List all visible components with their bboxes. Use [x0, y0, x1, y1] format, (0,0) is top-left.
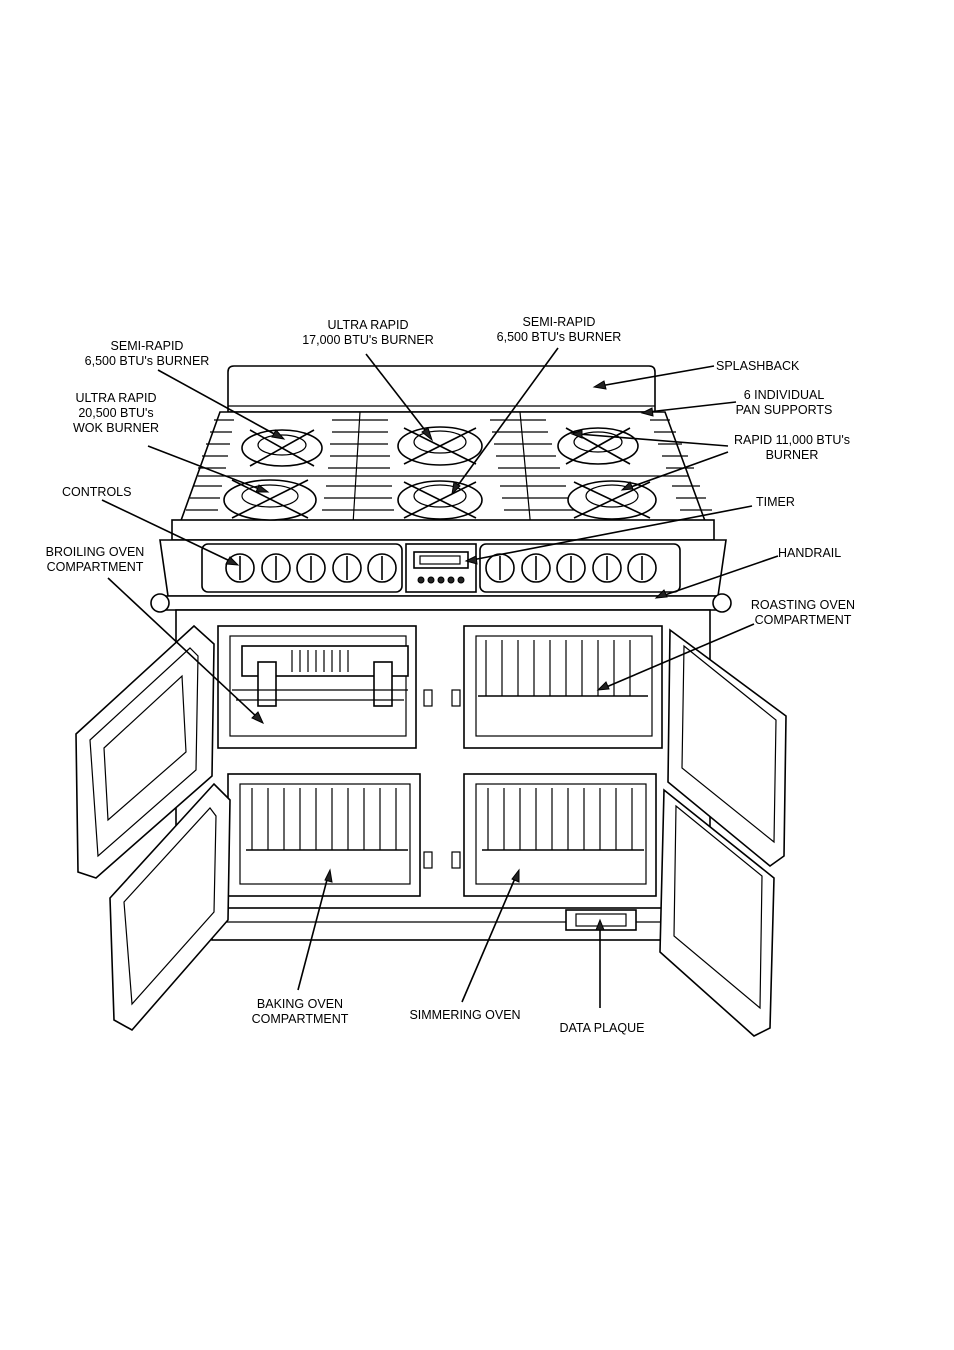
label-simmering-oven: SIMMERING OVEN: [405, 1008, 525, 1023]
burner-front-left: [223, 479, 317, 521]
label-line: DATA PLAQUE: [559, 1021, 645, 1035]
label-rapid-burner: RAPID 11,000 BTU's BURNER: [722, 433, 862, 463]
label-line: HANDRAIL: [778, 546, 842, 560]
roasting-oven-door: [667, 628, 787, 868]
label-line: ULTRA RAPID: [327, 318, 409, 332]
label-line: COMPARTMENT: [251, 1012, 349, 1026]
label-baking-oven: BAKING OVEN COMPARTMENT: [240, 997, 360, 1027]
label-line: PAN SUPPORTS: [735, 403, 833, 417]
label-semi-rapid-left: SEMI-RAPID 6,500 BTU's BURNER: [72, 339, 222, 369]
label-line: SEMI-RAPID: [522, 315, 596, 329]
broiling-oven-door: [75, 624, 215, 879]
label-line: SIMMERING OVEN: [409, 1008, 521, 1022]
burner-rear-left: [241, 429, 323, 467]
label-semi-rapid-right: SEMI-RAPID 6,500 BTU's BURNER: [484, 315, 634, 345]
leader-lines: [101, 347, 779, 1008]
label-line: BURNER: [765, 448, 819, 462]
label-line: 20,500 BTU's: [78, 406, 154, 420]
broiling-oven-cavity: [217, 625, 417, 749]
roasting-oven-cavity: [463, 625, 663, 749]
baking-oven-door: [109, 782, 231, 1032]
label-line: 6,500 BTU's BURNER: [496, 330, 622, 344]
label-splashback: SPLASHBACK: [716, 359, 799, 374]
label-line: WOK BURNER: [72, 421, 160, 435]
burner-front-right: [567, 480, 657, 520]
label-line: RAPID 11,000 BTU's: [733, 433, 851, 447]
timer-display: [413, 551, 469, 584]
pan-support-ribs: [186, 419, 712, 511]
burner-rear-right: [557, 427, 639, 465]
label-line: ROASTING OVEN: [750, 598, 856, 612]
splashback-panel: [227, 365, 656, 413]
label-controls: CONTROLS: [62, 485, 131, 500]
label-line: COMPARTMENT: [46, 560, 144, 574]
label-pan-supports: 6 INDIVIDUAL PAN SUPPORTS: [724, 388, 844, 418]
label-roasting-oven: ROASTING OVEN COMPARTMENT: [740, 598, 866, 628]
label-line: 6 INDIVIDUAL: [743, 388, 825, 402]
label-timer: TIMER: [756, 495, 795, 510]
label-line: TIMER: [756, 495, 795, 509]
label-line: SPLASHBACK: [716, 359, 800, 373]
label-line: ULTRA RAPID: [75, 391, 157, 405]
label-handrail: HANDRAIL: [778, 546, 841, 561]
control-knobs: [225, 553, 657, 583]
baking-oven-cavity: [227, 773, 421, 897]
label-ultra-rapid-17000: ULTRA RAPID 17,000 BTU's BURNER: [293, 318, 443, 348]
label-broiling-oven: BROILING OVEN COMPARTMENT: [36, 545, 154, 575]
label-line: SEMI-RAPID: [110, 339, 184, 353]
handrail-bar: [155, 595, 729, 611]
label-line: CONTROLS: [62, 485, 132, 499]
label-line: COMPARTMENT: [754, 613, 852, 627]
label-line: BROILING OVEN: [45, 545, 145, 559]
simmering-oven-cavity: [463, 773, 657, 897]
label-line: 17,000 BTU's BURNER: [302, 333, 434, 347]
burner-rear-center: [397, 426, 483, 466]
burner-front-center: [397, 480, 483, 520]
label-wok-burner: ULTRA RAPID 20,500 BTU's WOK BURNER: [56, 391, 176, 436]
label-line: BAKING OVEN: [256, 997, 344, 1011]
label-data-plaque: DATA PLAQUE: [552, 1021, 652, 1036]
label-line: 6,500 BTU's BURNER: [84, 354, 210, 368]
simmering-oven-door: [659, 788, 775, 1037]
